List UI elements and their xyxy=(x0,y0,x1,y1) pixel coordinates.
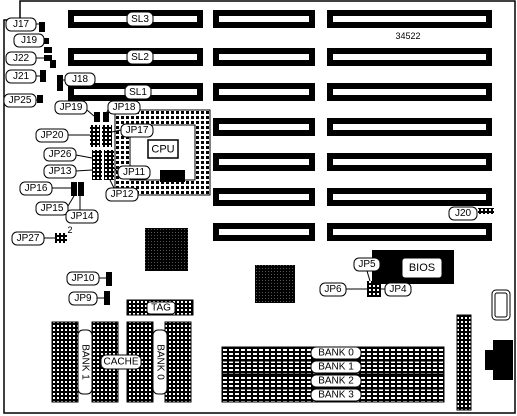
bios-chip: BIOS xyxy=(372,250,454,284)
jumper-label-j20: J20 xyxy=(455,208,472,219)
slot-label-sl1: SL1 xyxy=(129,87,147,98)
jumper-label-j19: J19 xyxy=(21,35,38,46)
jumper-label-jp13: JP13 xyxy=(49,166,72,177)
jumper-label-jp5: JP5 xyxy=(358,259,376,270)
jumper-label-jp14: JP14 xyxy=(71,211,94,222)
jumper-label-j17: J17 xyxy=(13,19,30,30)
jumper-label-j18: J18 xyxy=(72,74,89,85)
jumper-label-jp17: JP17 xyxy=(126,125,149,136)
chip xyxy=(255,265,295,303)
jumper-label-j21: J21 xyxy=(13,71,30,82)
header-pins xyxy=(37,22,494,305)
jumper-label-jp16: JP16 xyxy=(25,183,48,194)
tag-label: TAG xyxy=(151,303,171,314)
leader-lines xyxy=(36,23,385,299)
tag-chip: TAG xyxy=(126,299,194,316)
jumper-label-jp20: JP20 xyxy=(41,130,64,141)
memory-bank-3-label: BANK 3 xyxy=(318,390,354,401)
jumper-label-j22: J22 xyxy=(13,53,30,64)
board-number: 34522 xyxy=(395,31,420,41)
cache-label: CACHE xyxy=(103,357,138,368)
jp27-pin-number: 2 xyxy=(67,225,72,235)
cache-bank-1-label: BANK 1 xyxy=(80,344,91,380)
jumper-label-jp26: JP26 xyxy=(49,149,72,160)
jumper-label-jp19: JP19 xyxy=(60,102,83,113)
slot-label-sl2: SL2 xyxy=(131,52,149,63)
memory-slots: BANK 0 BANK 1 BANK 2 BANK 3 xyxy=(221,346,445,403)
power-connector xyxy=(456,289,513,411)
memory-bank-2-label: BANK 2 xyxy=(318,376,354,387)
jumper-label-jp27: JP27 xyxy=(17,233,40,244)
jumper-label-jp11: JP11 xyxy=(123,167,145,178)
jumper-label-jp4: JP4 xyxy=(389,284,407,295)
jumper-labels: J17 J19 J22 J21 J18 JP25 JP19 JP18 JP20 … xyxy=(3,17,478,306)
jumper-label-jp6: JP6 xyxy=(324,284,342,295)
chip xyxy=(145,228,188,271)
jumper-label-jp9: JP9 xyxy=(74,293,92,304)
jumper-label-jp18: JP18 xyxy=(113,102,136,113)
bios-label: BIOS xyxy=(409,262,435,274)
slot-label-sl3: SL3 xyxy=(131,14,149,25)
cpu-label: CPU xyxy=(151,144,174,156)
expansion-slots xyxy=(68,10,492,241)
jumper-label-jp10: JP10 xyxy=(72,273,95,284)
cpu-socket: CPU xyxy=(114,109,211,196)
memory-bank-0-label: BANK 0 xyxy=(318,348,354,359)
cache-bank-0-label: BANK 0 xyxy=(155,344,166,380)
jumper-label-jp12: JP12 xyxy=(111,189,134,200)
cache-chips: BANK 1 BANK 0 CACHE xyxy=(51,321,192,403)
memory-bank-1-label: BANK 1 xyxy=(318,362,354,373)
jumper-label-jp15: JP15 xyxy=(41,203,64,214)
jumper-label-jp25: JP25 xyxy=(9,95,32,106)
